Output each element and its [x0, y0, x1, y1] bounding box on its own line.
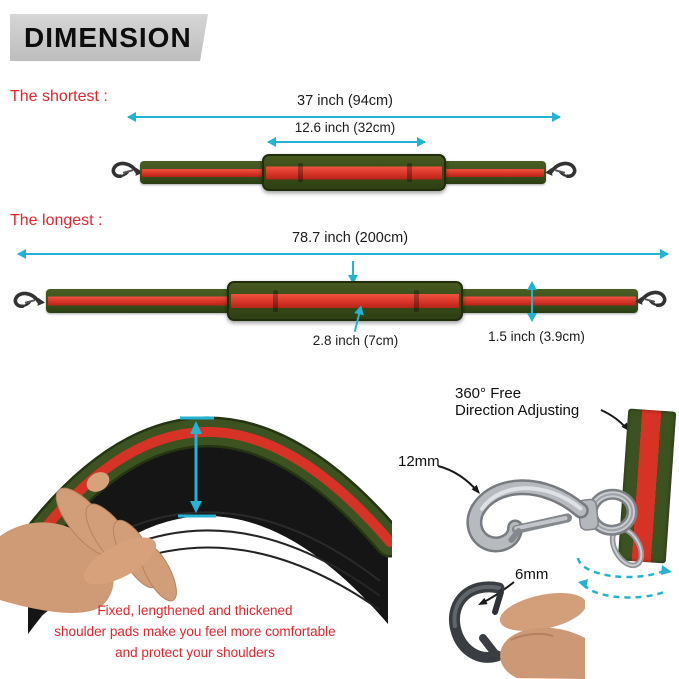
shortest-pad-measure-arrow-icon: [267, 137, 426, 147]
pad-keeper-slot: [407, 163, 412, 182]
pad-keeper-slot: [414, 290, 419, 312]
swivel-label-line: 360° Free: [455, 385, 522, 402]
note-line: Fixed, lengthened and thickened: [97, 603, 293, 618]
pad-pointer-arrow-icon: [348, 261, 358, 284]
carabiner-photo: [425, 578, 587, 679]
swivel-direction-label: 360° Free Direction Adjusting: [455, 385, 615, 419]
shoulder-pad-photo: [0, 386, 406, 648]
pad-thickness-measure-arrow-icon: [178, 416, 216, 518]
page-title: DIMENSION: [24, 21, 192, 53]
pad-width-label: 2.8 inch (7cm): [312, 333, 399, 348]
strap-width-measure-arrow-icon: [527, 281, 537, 322]
pad-keeper-slot: [273, 290, 278, 312]
strap-long-left-hook-icon: [11, 286, 50, 316]
rotation-arrows-icon: [570, 548, 676, 600]
swivel-label-line: Direction Adjusting: [455, 402, 580, 419]
strap-short-left-hook-icon: [109, 156, 148, 186]
hook-width-label: 12mm: [398, 453, 440, 470]
strap-short-pad-stripe: [266, 166, 442, 179]
strap-short-shoulder-pad: [262, 154, 446, 191]
longest-total-length-label: 78.7 inch (200cm): [291, 230, 409, 246]
pad-keeper-slot: [298, 163, 303, 182]
shortest-section-label: The shortest :: [10, 88, 108, 105]
carabiner-width-label: 6mm: [515, 566, 549, 583]
shortest-total-length-label: 37 inch (94cm): [297, 93, 393, 109]
strap-long-right-hook-icon: [631, 285, 670, 315]
swivel-hook-illustration: [450, 453, 645, 577]
shortest-total-measure-arrow-icon: [127, 112, 561, 122]
note-line: shoulder pads make you feel more comfort…: [54, 624, 336, 639]
strap-long-pad-stripe: [231, 294, 459, 308]
shortest-pad-length-label: 12.6 inch (32cm): [294, 120, 396, 135]
strap-long-shoulder-pad: [227, 281, 463, 321]
shoulder-pad-note: Fixed, lengthened and thickened shoulder…: [25, 600, 365, 663]
longest-section-label: The longest :: [10, 212, 103, 229]
strap-short-right-hook-icon: [541, 156, 580, 186]
dimension-header: DIMENSION: [10, 14, 208, 61]
longest-total-measure-arrow-icon: [17, 249, 669, 259]
hook-width-pointer-arrow-icon: [434, 460, 490, 502]
strap-width-label: 1.5 inch (3.9cm): [488, 329, 585, 344]
note-line: and protect your shoulders: [115, 645, 275, 660]
